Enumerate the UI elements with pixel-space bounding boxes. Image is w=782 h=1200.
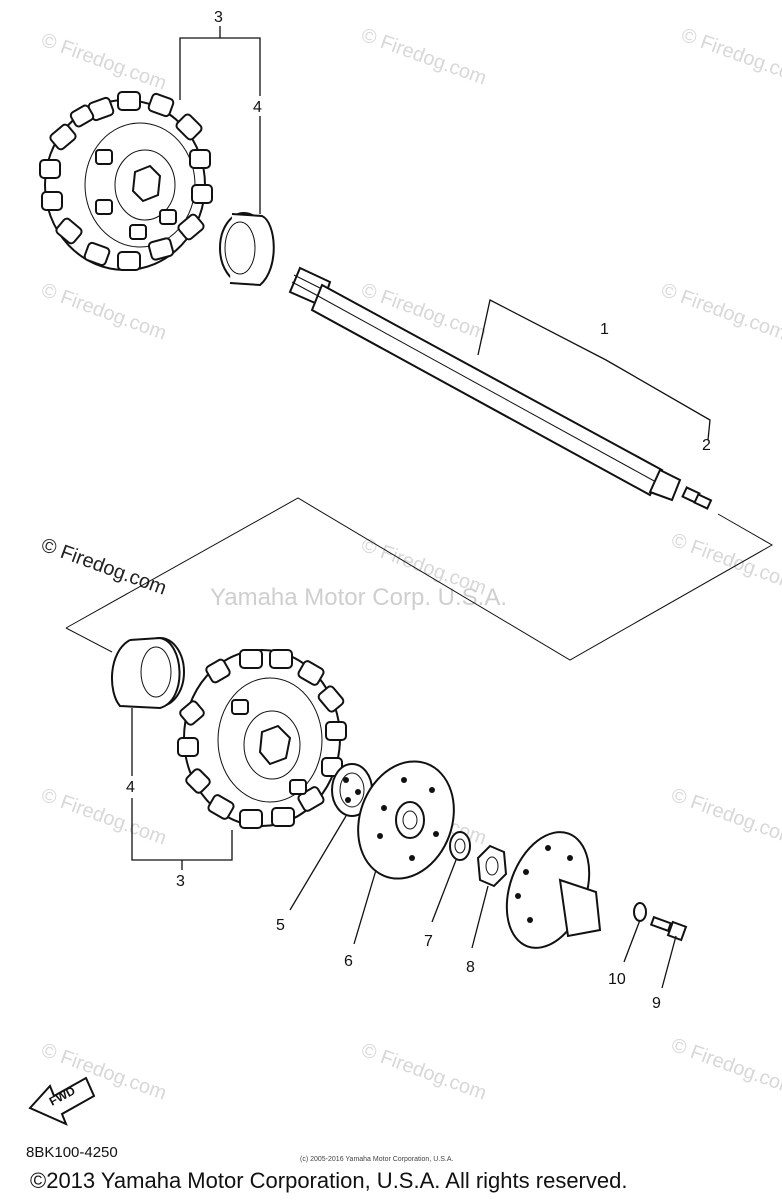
callout-6: 5 [276,917,285,934]
upper-ring [219,212,275,287]
bearing [331,763,373,817]
bolt [649,915,688,942]
lower-ring [111,636,185,710]
copyright-notice: ©2013 Yamaha Motor Corporation, U.S.A. A… [30,1168,628,1193]
lower-sprocket [177,649,347,829]
hub [505,831,602,949]
watermark: © Firedog.com [668,784,782,850]
shaft-bolt [681,486,713,510]
watermark: © Firedog.com [38,29,169,95]
fine-print: (c) 2005-2016 Yamaha Motor Corporation, … [300,1156,454,1163]
callout-4-upper: 4 [253,99,262,116]
callout-2: 2 [702,437,711,454]
watermark: © Firedog.com [358,24,489,90]
callout-9: 9 [652,995,661,1012]
center-watermark: Yamaha Motor Corp. U.S.A. [210,584,507,611]
washer [449,831,471,861]
callout-4-lower: 4 [126,779,135,796]
assembly-outline [65,497,774,661]
watermark: © Firedog.com [38,784,169,850]
callout-5: 6 [344,953,353,970]
lock-washer [633,902,647,922]
watermark: © Firedog.com [38,279,169,345]
callout-10: 10 [608,971,626,988]
callout-7: 7 [424,933,433,950]
callout-1: 1 [600,321,609,338]
watermark-dark: © Firedog.com [38,534,169,600]
watermark: © Firedog.com [678,24,782,90]
watermark: © Firedog.com [658,279,782,345]
watermark: © Firedog.com [358,1039,489,1105]
drive-shaft [288,266,682,502]
callout-3-upper: 3 [214,9,223,26]
callout-8: 8 [466,959,475,976]
upper-sprocket [39,91,213,271]
part-code: 8BK100-4250 [26,1144,118,1161]
nut [476,844,508,888]
watermark: © Firedog.com [668,529,782,595]
shaft-bracket [477,299,711,441]
sprocket-plate [357,760,455,880]
callout-3-lower: 3 [176,873,185,890]
watermark: © Firedog.com [668,1034,782,1100]
fwd-arrow-icon: FWD [28,1076,96,1126]
